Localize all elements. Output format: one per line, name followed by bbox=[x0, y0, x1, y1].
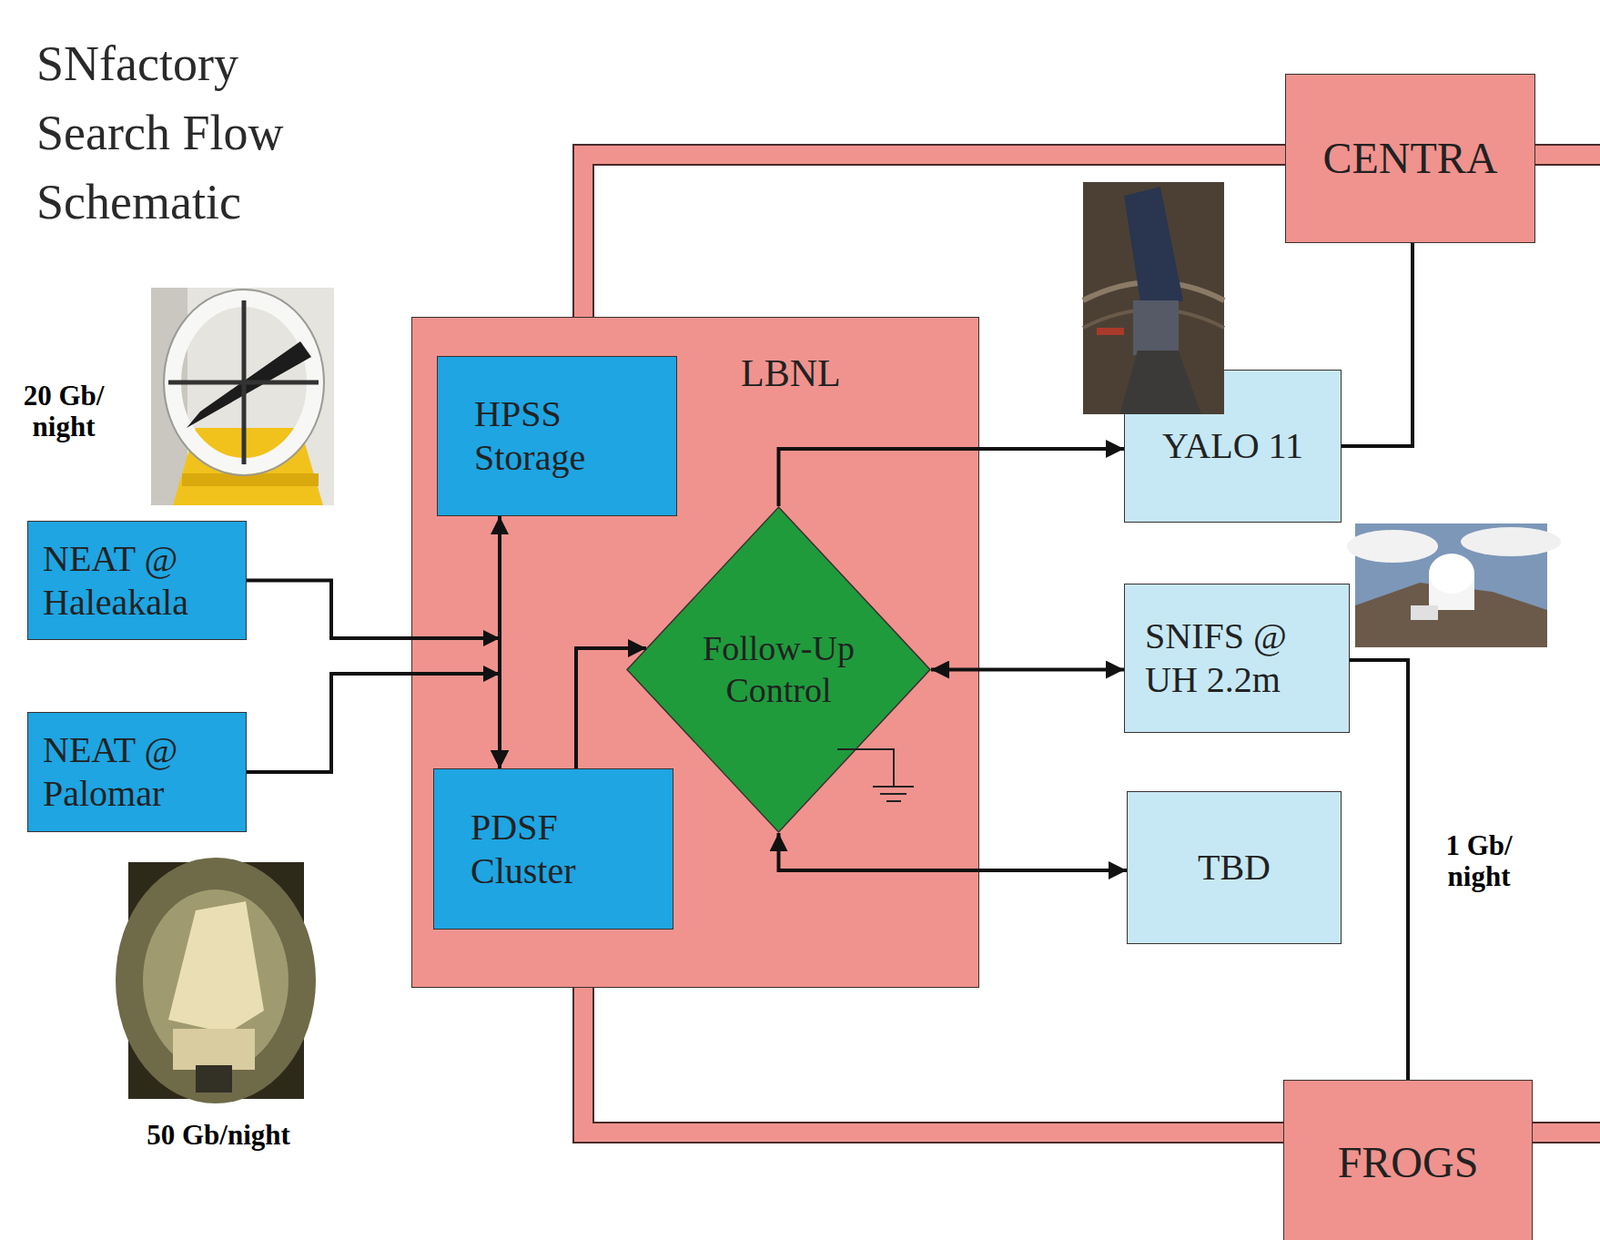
node-label: TBD bbox=[1197, 845, 1271, 890]
telescope-photo bbox=[1083, 182, 1225, 415]
ground-symbol bbox=[837, 749, 914, 801]
node-label: PDSF Cluster bbox=[470, 805, 635, 893]
node-label: CENTRA bbox=[1323, 131, 1499, 185]
site-box: FROGS bbox=[1283, 1079, 1533, 1240]
data-flow-arrow bbox=[246, 673, 500, 772]
edge-label-box: 1 Gb/ night bbox=[1425, 830, 1533, 892]
rate-label-box: 50 Gb/night bbox=[109, 1117, 328, 1152]
site-box: LBNL HPSS StorageFollow-Up ControlPDSF Cl… bbox=[411, 316, 980, 988]
site-box: CENTRA bbox=[1285, 73, 1536, 244]
dome-photo bbox=[115, 857, 316, 1104]
node-label: SNIFS @ UH 2.2m bbox=[1144, 614, 1327, 702]
node-label: NEAT @ Palomar bbox=[42, 728, 225, 816]
rate-label: 20 Gb/ night bbox=[5, 380, 122, 443]
process-box: PDSF Cluster bbox=[433, 768, 674, 930]
edge-label: 1 Gb/ night bbox=[1425, 830, 1533, 892]
node-label: LBNL bbox=[740, 350, 841, 396]
node-label: NEAT @ Haleakala bbox=[42, 536, 225, 625]
data-flow-arrow bbox=[497, 516, 502, 769]
process-box: SNIFS @ UH 2.2m bbox=[1124, 583, 1350, 733]
data-flow-arrow bbox=[1349, 659, 1408, 1080]
data-flow-arrow bbox=[1341, 243, 1413, 446]
diagram-title-box: SNfactory Search Flow Schematic bbox=[36, 29, 337, 237]
process-box: NEAT @ Palomar bbox=[27, 711, 247, 832]
process-box: TBD bbox=[1126, 790, 1342, 944]
process-box: HPSS Storage bbox=[436, 355, 678, 517]
data-flow-arrow bbox=[779, 448, 1125, 507]
data-flow-arrow bbox=[576, 648, 647, 769]
node-label: HPSS Storage bbox=[474, 392, 638, 480]
rate-label: 50 Gb/night bbox=[109, 1117, 328, 1152]
data-flow-arrow bbox=[779, 832, 1128, 871]
telescope-photo bbox=[151, 287, 335, 506]
node-label: YALO 11 bbox=[1162, 424, 1304, 468]
process-box: NEAT @ Haleakala bbox=[27, 520, 247, 640]
diagram-title: SNfactory Search Flow Schematic bbox=[36, 29, 337, 237]
data-flow-arrow bbox=[931, 668, 1125, 672]
junction-arrowhead bbox=[483, 629, 500, 682]
network-band bbox=[583, 987, 1284, 1133]
node-label: Follow-Up Control bbox=[688, 627, 871, 711]
observatory-photo bbox=[1346, 523, 1561, 648]
node-label: FROGS bbox=[1337, 1135, 1479, 1189]
rate-label-box: 20 Gb/ night bbox=[5, 380, 122, 443]
